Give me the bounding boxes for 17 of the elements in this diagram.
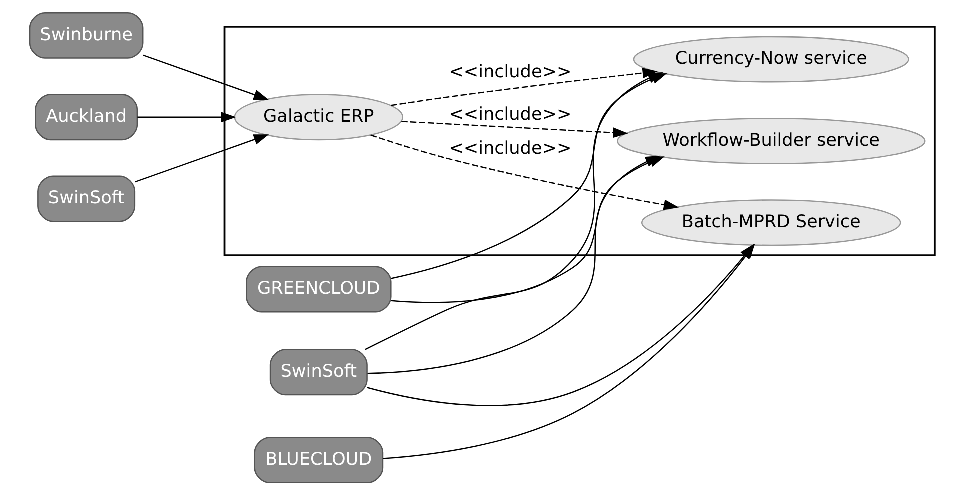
node-box: BLUECLOUD: [254, 437, 384, 484]
cluster: [224, 26, 936, 256]
arrow: [138, 112, 236, 123]
arrow: [135, 134, 270, 183]
node-box: SwinSoft: [38, 176, 136, 222]
edge-label: <<include>>: [449, 62, 572, 82]
arrow: [143, 54, 270, 100]
node-box: SwinSoft: [270, 349, 368, 396]
arrow: [402, 121, 628, 138]
arrow: [370, 134, 680, 210]
node-ellipse: Galactic ERP: [234, 94, 404, 141]
edge-label: <<include>>: [449, 139, 572, 160]
node-box: Auckland: [35, 94, 138, 141]
node-ellipse: Workflow-Builder service: [616, 118, 926, 164]
edge-label: <<include>>: [449, 105, 572, 126]
node-box: GREENCLOUD: [246, 266, 392, 313]
node-box: Swinburne: [29, 12, 144, 59]
